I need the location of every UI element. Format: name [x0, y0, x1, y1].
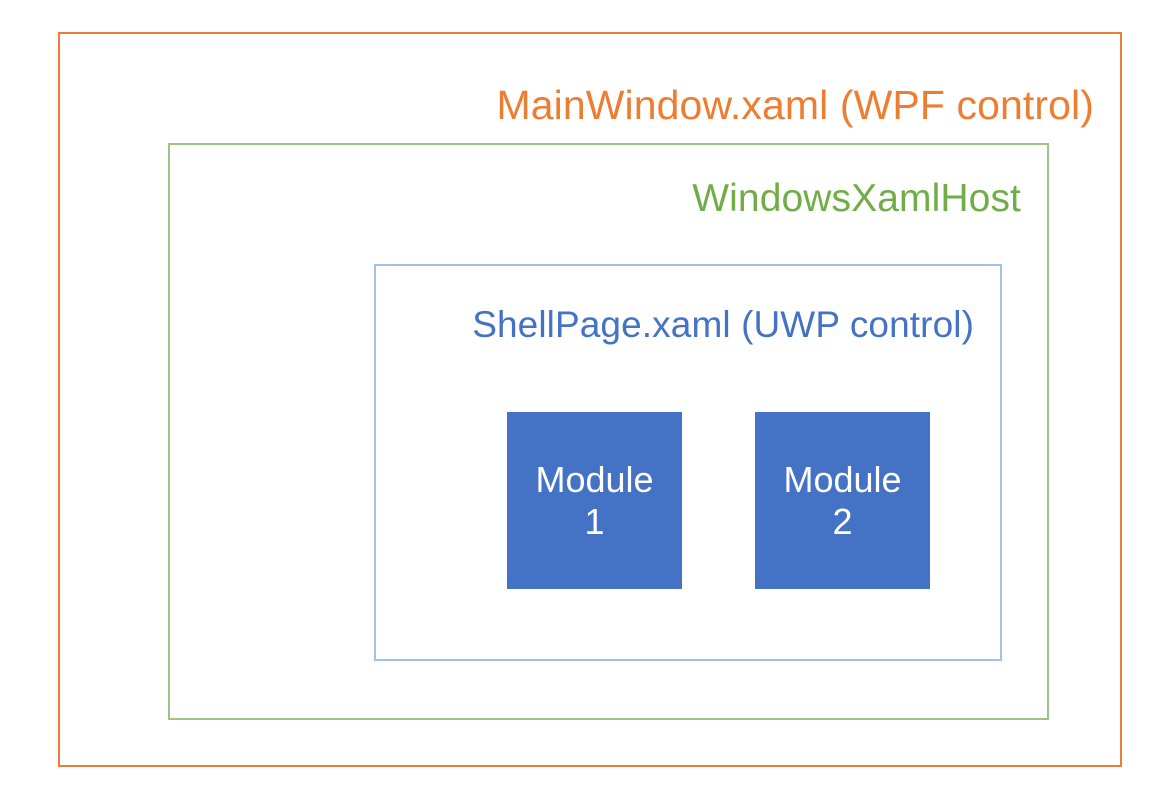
- container-shellpage: ShellPage.xaml (UWP control) Module 1 Mo…: [374, 264, 1002, 661]
- module-1-name: Module: [535, 458, 654, 500]
- module-2-name: Module: [783, 458, 902, 500]
- label-mainwindow: MainWindow.xaml (WPF control): [496, 82, 1094, 128]
- module-box-1: Module 1: [507, 412, 682, 589]
- container-windowsxamlhost: WindowsXamlHost ShellPage.xaml (UWP cont…: [168, 143, 1049, 720]
- label-windowsxamlhost: WindowsXamlHost: [692, 177, 1021, 220]
- label-shellpage: ShellPage.xaml (UWP control): [472, 304, 974, 345]
- modules-row: Module 1 Module 2: [507, 412, 930, 589]
- module-1-number: 1: [584, 500, 605, 542]
- module-box-2: Module 2: [755, 412, 930, 589]
- container-mainwindow: MainWindow.xaml (WPF control) WindowsXam…: [58, 32, 1122, 767]
- module-2-number: 2: [832, 500, 853, 542]
